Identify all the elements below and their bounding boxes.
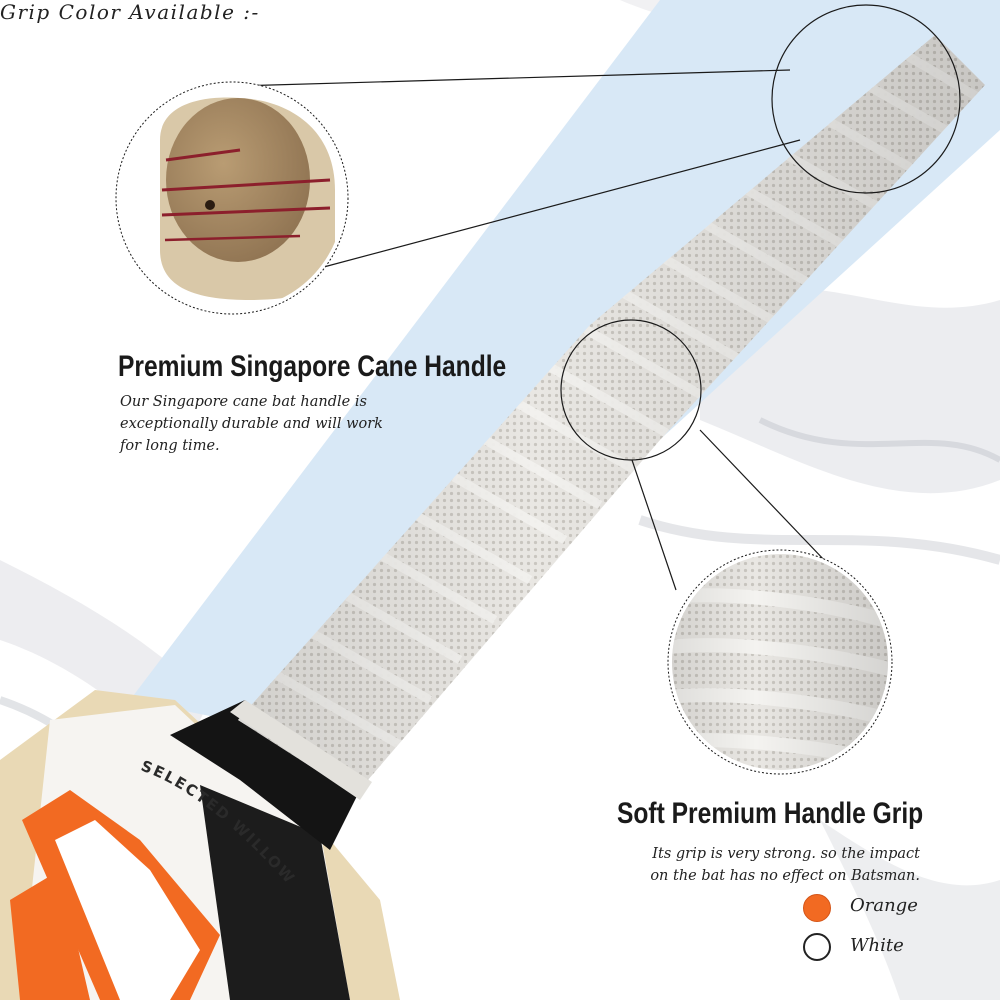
description-line: Our Singapore cane bat handle is — [120, 394, 367, 410]
bat-shoulder — [170, 700, 360, 850]
orange-color-option: Orange — [850, 895, 918, 916]
grip-magnifier — [667, 549, 893, 775]
handle-grip-description: Its grip is very strong. so the impact o… — [650, 843, 920, 887]
description-line: Its grip is very strong. so the impact — [652, 846, 920, 862]
handle-top-highlight — [771, 4, 961, 194]
description-line: on the bat has no effect on Batsman. — [650, 868, 920, 884]
white-color-swatch[interactable] — [803, 933, 831, 961]
white-color-option: White — [850, 935, 904, 956]
description-line: exceptionally durable and will work — [120, 416, 383, 432]
grip-color-label: Grip Color Available :- — [0, 0, 260, 24]
orange-color-swatch[interactable] — [803, 894, 831, 922]
cane-handle-title: Premium Singapore Cane Handle — [118, 350, 507, 383]
description-line: for long time. — [120, 438, 220, 454]
cane-magnifier — [115, 81, 349, 315]
cane-handle-description: Our Singapore cane bat handle is excepti… — [120, 391, 383, 457]
grip-highlight-circle — [560, 319, 702, 461]
handle-grip-title: Soft Premium Handle Grip — [617, 797, 924, 830]
bat-blade — [0, 690, 400, 1000]
